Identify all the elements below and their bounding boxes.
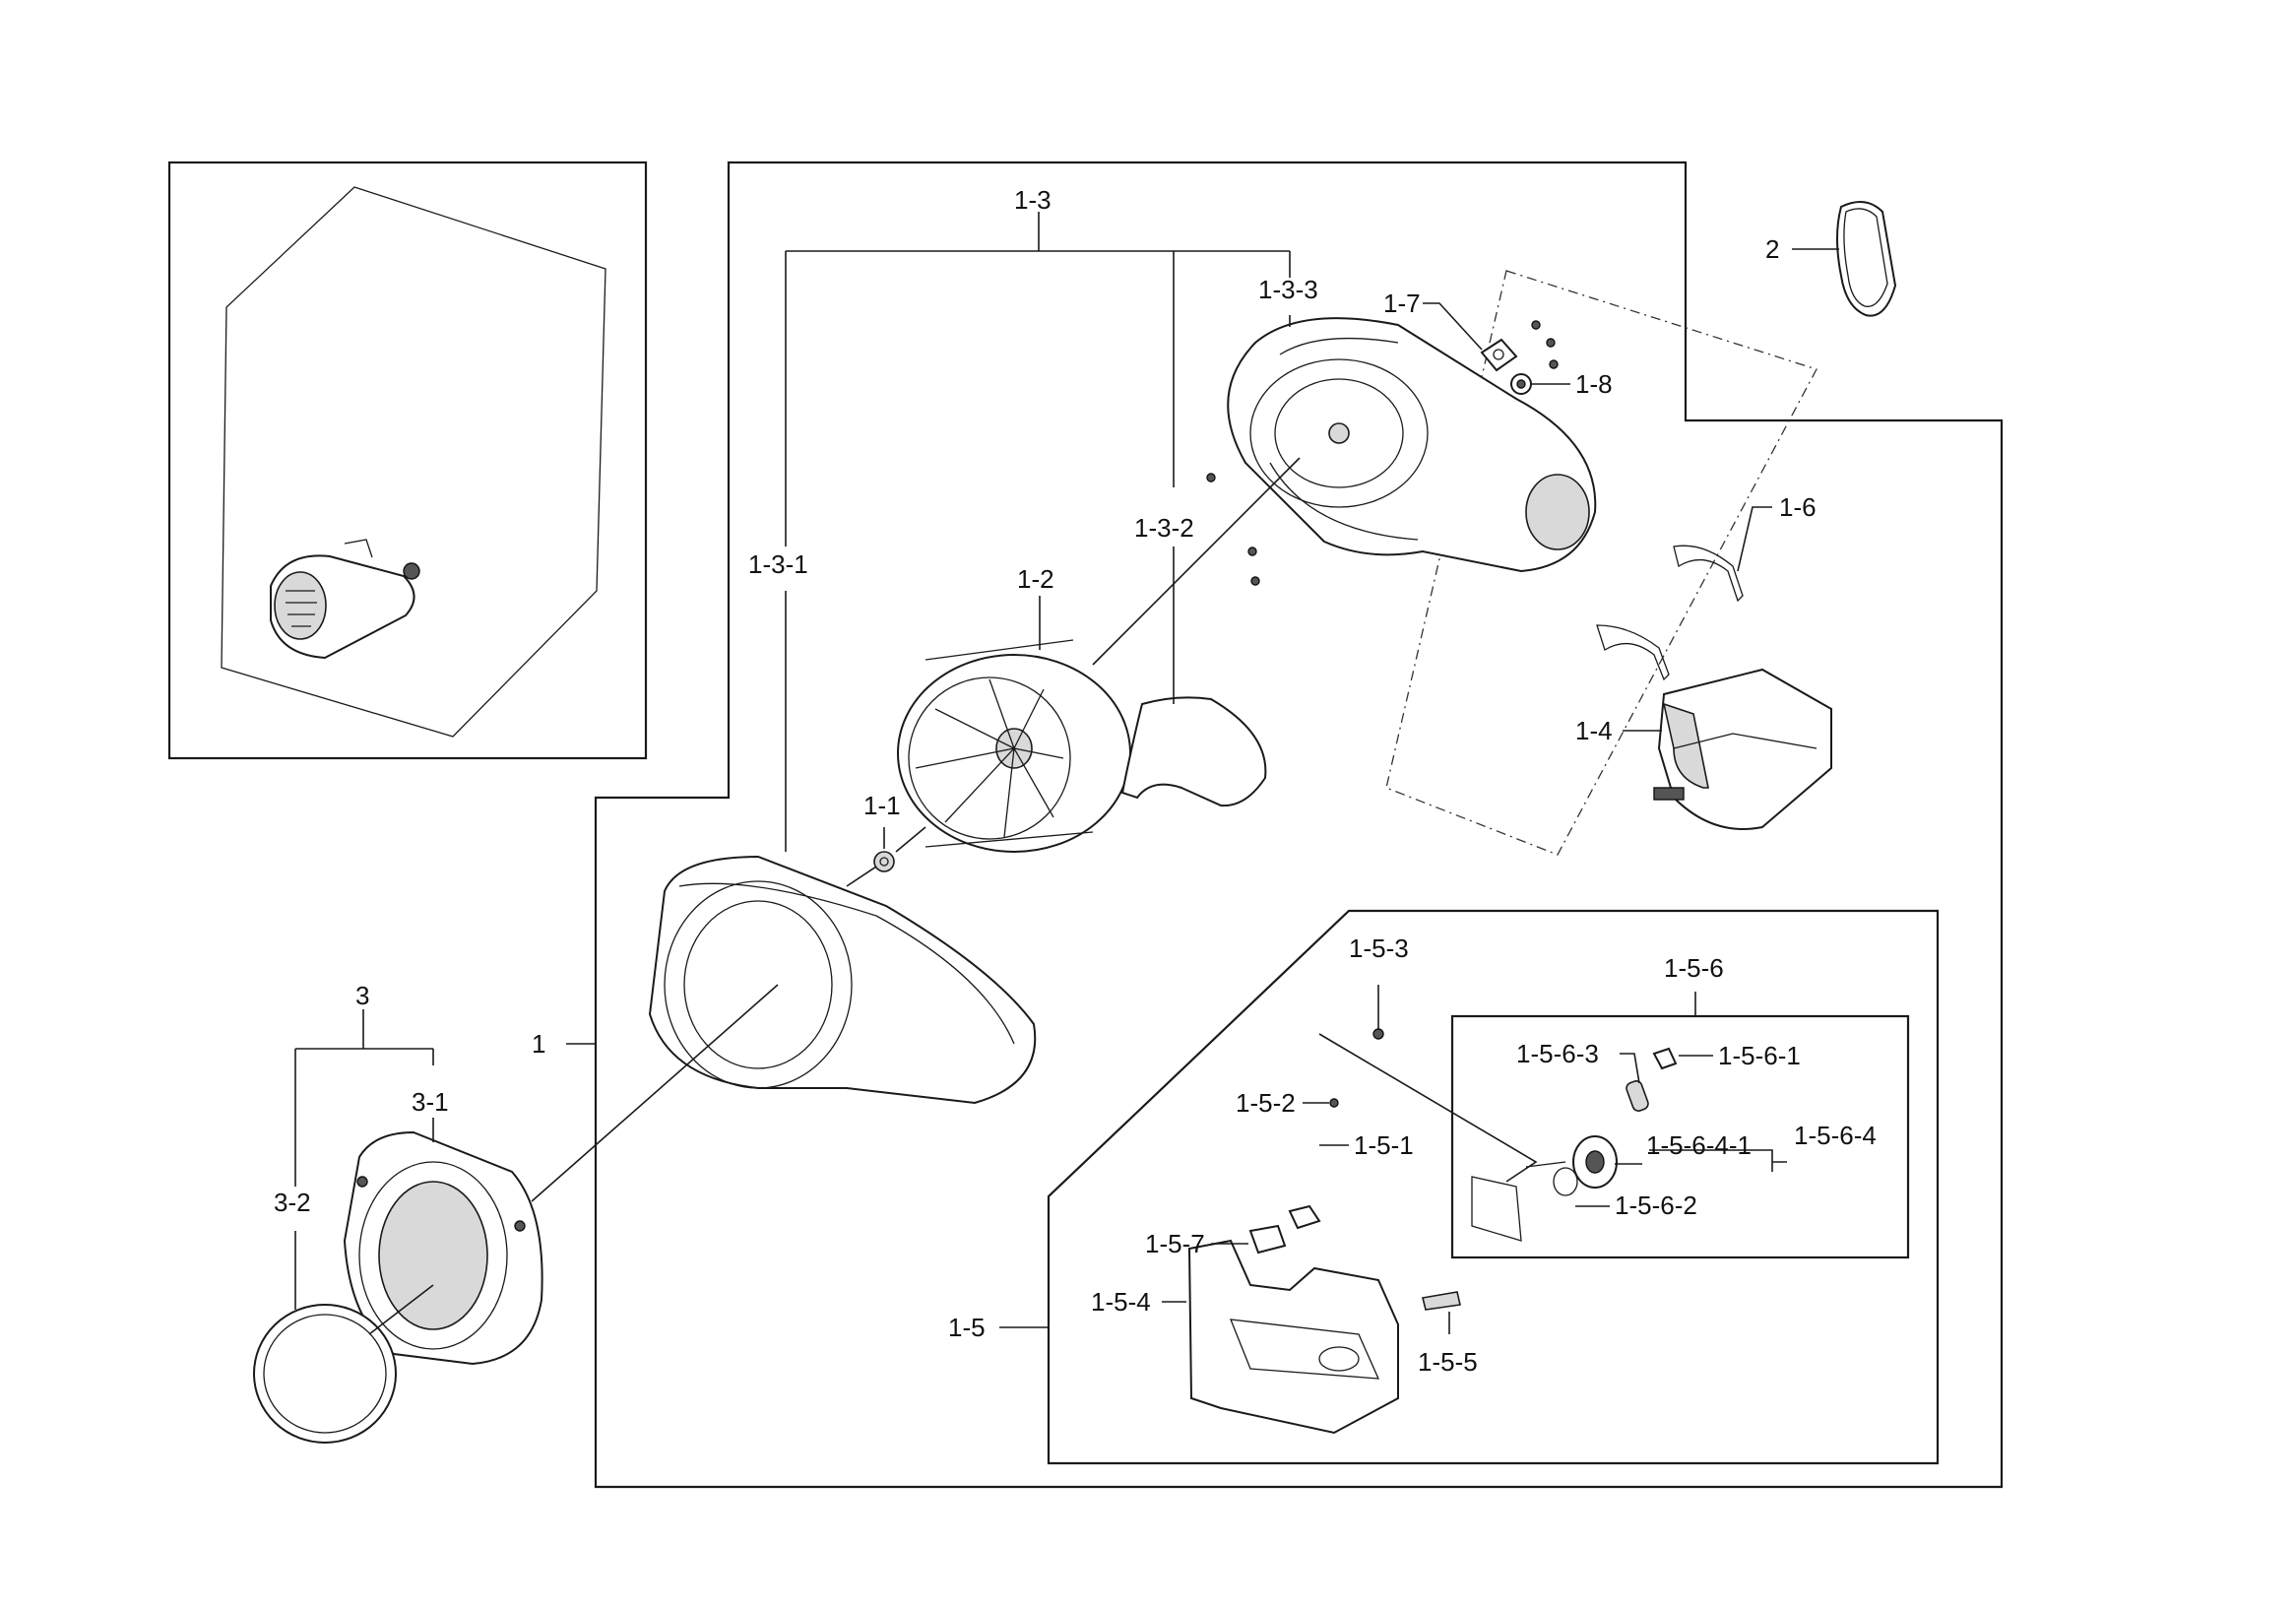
label-1-5-4: 1-5-4 — [1091, 1287, 1151, 1317]
label-1-3: 1-3 — [1014, 185, 1052, 215]
label-3-2: 3-2 — [274, 1188, 311, 1217]
label-1-5-7: 1-5-7 — [1145, 1229, 1205, 1258]
blower-nut — [873, 851, 895, 872]
motor-bracket-subframe — [1047, 909, 1940, 1465]
drive-motor — [1653, 668, 1832, 830]
label-1-5-5: 1-5-5 — [1418, 1347, 1478, 1377]
inset-blower-assembly — [270, 539, 420, 660]
label-1-8: 1-8 — [1575, 369, 1613, 399]
label-1-5-6-3: 1-5-6-3 — [1516, 1039, 1599, 1068]
front-blower-housing — [648, 855, 1037, 1105]
dryer-cabinet-outline — [221, 186, 606, 738]
drive-belt — [1836, 201, 1897, 317]
motor-group-outline — [1385, 270, 1818, 856]
part-labels: 1-3 1-3-3 1-7 1-8 2 1-6 1-3-2 1-3-1 1-2 … — [274, 185, 1877, 1377]
duct-seal — [1120, 696, 1267, 807]
label-1-3-1: 1-3-1 — [748, 549, 808, 579]
label-1-3-2: 1-3-2 — [1134, 513, 1194, 543]
spring-clip — [1422, 1291, 1461, 1311]
label-1-5-6-4: 1-5-6-4 — [1794, 1121, 1877, 1150]
thermostat-sensor — [1480, 338, 1518, 372]
label-1-5-3: 1-5-3 — [1349, 933, 1409, 963]
label-1-7: 1-7 — [1383, 289, 1421, 318]
label-3-1: 3-1 — [412, 1087, 449, 1117]
idler-assembly-box — [1450, 1014, 1910, 1259]
label-1-5-6-1: 1-5-6-1 — [1718, 1041, 1801, 1070]
label-1-3-3: 1-3-3 — [1258, 275, 1318, 304]
blower-wheel — [897, 639, 1131, 853]
label-1-5: 1-5 — [948, 1313, 986, 1342]
idler-pulley-assembly — [1471, 1047, 1678, 1242]
motor-mount-bracket — [1187, 1239, 1399, 1435]
label-2: 2 — [1765, 234, 1779, 264]
rear-blower-housing — [1227, 317, 1597, 573]
label-1-5-6-4-1: 1-5-6-4-1 — [1646, 1130, 1752, 1160]
label-1-5-6-2: 1-5-6-2 — [1615, 1191, 1697, 1220]
inset-overview — [167, 161, 648, 760]
label-1-4: 1-4 — [1575, 716, 1613, 745]
screws-upper — [1206, 320, 1559, 586]
label-1-6: 1-6 — [1779, 492, 1817, 522]
motor-clamps — [1596, 545, 1744, 681]
leader-lines — [294, 212, 1839, 1335]
label-1-1: 1-1 — [863, 791, 901, 820]
felt-seal — [253, 1304, 397, 1444]
label-1-5-1: 1-5-1 — [1354, 1130, 1414, 1160]
label-1: 1 — [532, 1029, 545, 1059]
main-assembly-frame — [594, 161, 2004, 1489]
thermistor — [1510, 373, 1532, 395]
label-1-5-2: 1-5-2 — [1236, 1088, 1296, 1118]
label-1-2: 1-2 — [1017, 564, 1054, 594]
label-1-5-6: 1-5-6 — [1664, 953, 1724, 983]
screw-1-5-3 — [1372, 1028, 1384, 1040]
label-3: 3 — [355, 981, 369, 1010]
inset-frame — [167, 161, 648, 760]
switch-assembly — [1248, 1098, 1339, 1255]
